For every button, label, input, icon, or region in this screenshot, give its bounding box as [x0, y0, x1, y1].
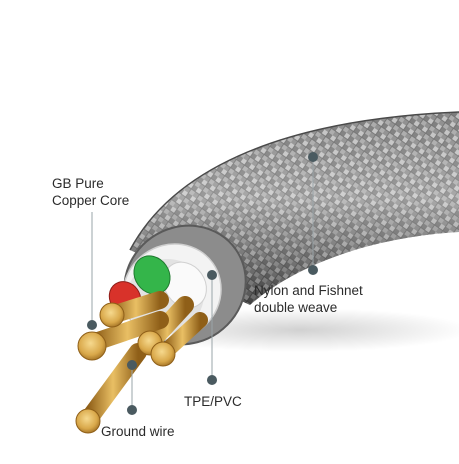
weave-label: Nylon and Fishnet double weave — [254, 282, 363, 316]
weave-label-line1: Nylon and Fishnet — [254, 283, 363, 298]
copper-strand-ends — [75, 302, 176, 434]
copper-core-label: GB Pure Copper Core — [52, 175, 129, 209]
leader-ground — [127, 360, 137, 415]
wire-white — [163, 261, 207, 309]
tpe-pvc-label: TPE/PVC — [184, 393, 242, 410]
jacket-top-edge — [129, 111, 459, 251]
copper-core-label-line2: Copper Core — [52, 193, 130, 208]
ground-wire-label: Ground wire — [101, 423, 175, 440]
wire-green — [133, 255, 171, 295]
leader-weave — [308, 152, 318, 275]
leader-copper-core — [87, 212, 97, 330]
tpe-pvc-label-text: TPE/PVC — [184, 394, 242, 409]
leader-tpe-pvc — [207, 270, 217, 385]
copper-core-label-line1: GB Pure — [52, 176, 104, 191]
weave-label-line2: double weave — [254, 300, 338, 315]
ground-wire-label-text: Ground wire — [101, 424, 175, 439]
